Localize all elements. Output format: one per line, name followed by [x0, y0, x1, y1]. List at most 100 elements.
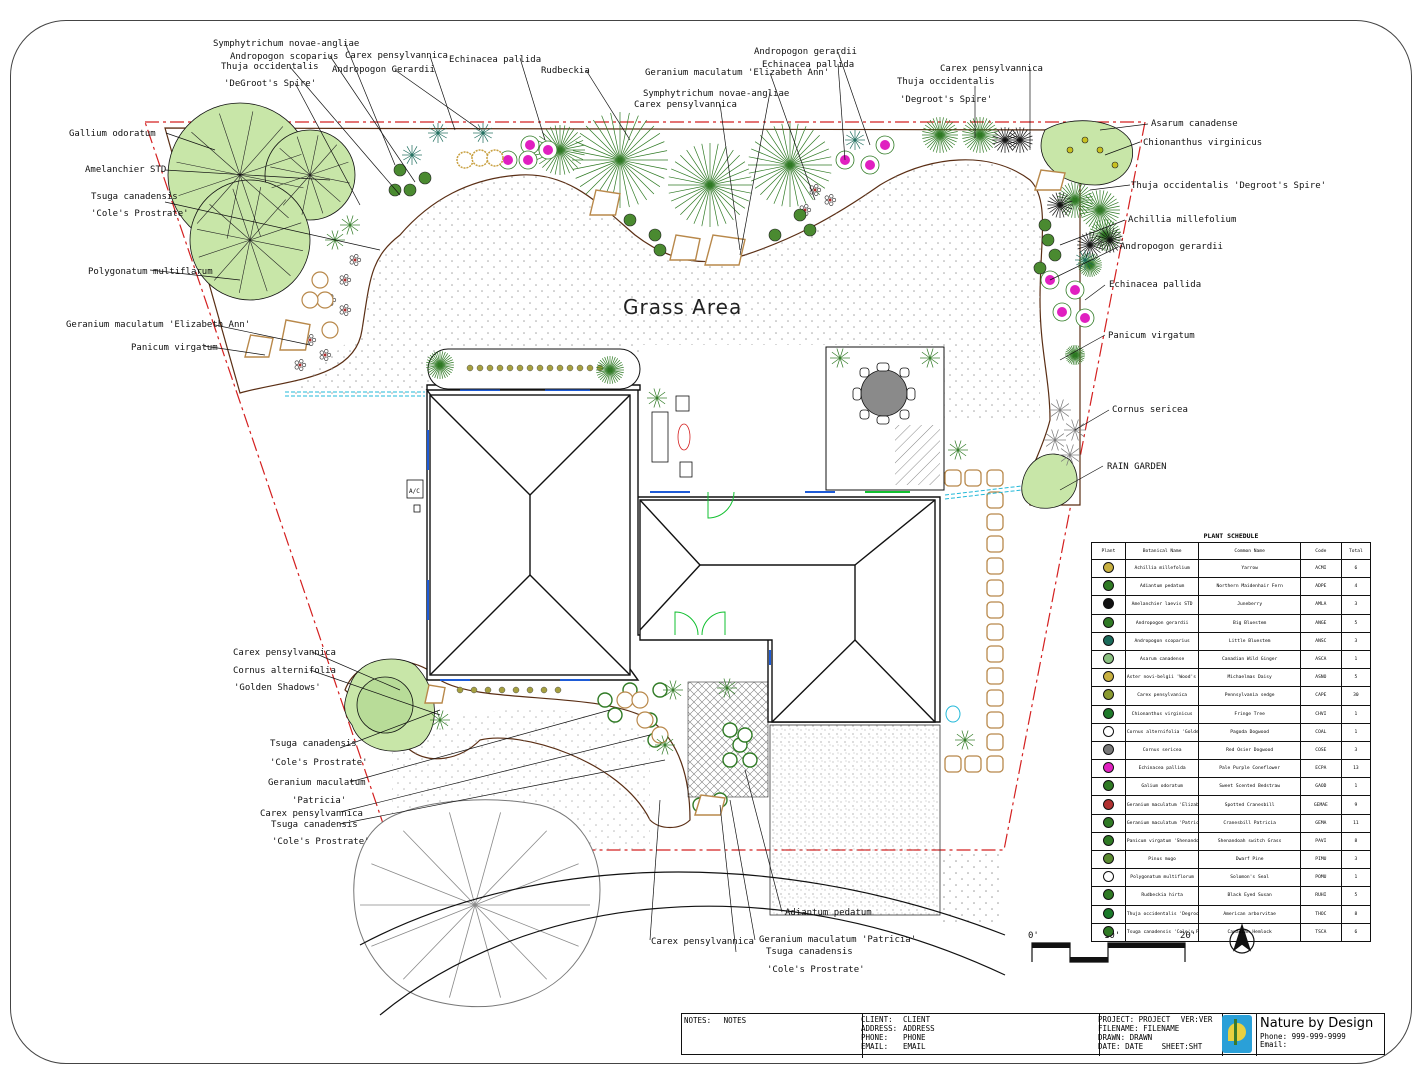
house-front-bed-plants: [456, 364, 604, 694]
schedule-symbol: [1091, 868, 1126, 888]
label-echinacea-2: Echinacea pallida: [762, 60, 854, 70]
client-cell: CLIENT:CLIENT ADDRESS:ADDRESS PHONE:PHON…: [859, 1014, 1100, 1056]
schedule-cell: Sweet Scented Bedstraw: [1198, 777, 1301, 797]
label-carex-2: Carex pensylvannica: [634, 100, 737, 110]
schedule-row: Aster novi-belgii 'Wood's Blue'Michaelma…: [1091, 668, 1372, 688]
label-adiantum: Adiantum pedatum: [785, 908, 872, 918]
notes-value: NOTES: [723, 1016, 747, 1025]
schedule-symbol: [1091, 577, 1126, 597]
address-value: ADDRESS: [903, 1024, 935, 1033]
schedule-cell: Big Bluestem: [1198, 613, 1301, 633]
walkway: [687, 681, 769, 798]
project-label: PROJECT:: [1098, 1015, 1135, 1024]
schedule-cell: Pennsylvania sedge: [1198, 686, 1301, 706]
schedule-cell: Pinus mugo: [1124, 849, 1200, 870]
label-tsuga: Tsuga canadensis: [91, 192, 178, 202]
label-achillia: Achillia millefolium: [1128, 215, 1236, 225]
label-carex: Carex pensylvannica: [345, 51, 448, 61]
schedule-cell: CHVI: [1299, 704, 1342, 724]
schedule-cell: POMU: [1299, 868, 1342, 888]
label-asarum: Asarum canadense: [1151, 119, 1238, 129]
label-andropogon-gerardii: Andropogon Gerardii: [332, 65, 435, 75]
patio-table: [852, 362, 916, 425]
project-cell: PROJECT: PROJECT VER:VER FILENAME: FILEN…: [1096, 1014, 1223, 1056]
doors: [674, 491, 735, 636]
schedule-cell: Andropogon gerardii: [1124, 613, 1200, 633]
company-cell: Nature by Design Phone: 999-999-9999 Ema…: [1256, 1014, 1391, 1056]
schedule-cell: Pagoda Dogwood: [1198, 722, 1301, 742]
label-tsuga-3: Tsuga canadensis: [271, 820, 358, 830]
schedule-cell: RUHI: [1299, 886, 1342, 906]
schedule-cell: 1: [1340, 722, 1372, 742]
schedule-cell: Aster novi-belgii 'Wood's Blue': [1124, 668, 1200, 688]
label-chionanthus: Chionanthus virginicus: [1143, 138, 1262, 148]
schedule-cell: Achillia millefolium: [1124, 558, 1200, 579]
schedule-symbol: [1091, 722, 1126, 742]
schedule-symbol: [1091, 704, 1126, 724]
company-phone: Phone: 999-999-9999: [1260, 1032, 1346, 1041]
schedule-cell: 11: [1340, 813, 1372, 833]
downspouts: [285, 391, 1031, 500]
meter: [413, 504, 421, 513]
schedule-row: Thuja occidentalis 'Degroot's Spire'Amer…: [1091, 904, 1372, 924]
schedule-symbol: [1091, 649, 1126, 670]
schedule-cell: Dwarf Pine: [1198, 849, 1301, 870]
schedule-symbol: [1091, 631, 1126, 651]
date-label: DATE:: [1098, 1042, 1121, 1051]
label-cornus-sericea: Cornus sericea: [1112, 405, 1188, 415]
notes-cell: NOTES: NOTES: [682, 1014, 863, 1058]
schedule-cell: 6: [1340, 922, 1372, 942]
label-symphytrichum-2: Symphytrichum novae-angliae: [643, 89, 789, 99]
property-line: [144, 121, 1146, 851]
schedule-header: Botanical Name: [1124, 542, 1200, 560]
label-coles-3: 'Cole's Prostrate': [272, 837, 370, 847]
schedule-cell: Red Osier Dogwood: [1198, 740, 1301, 761]
schedule-cell: ECPA: [1299, 759, 1342, 779]
driveway: [769, 724, 941, 916]
schedule-cell: ANGE: [1299, 613, 1342, 633]
schedule-cell: GEMA: [1299, 813, 1342, 833]
schedule-symbol: [1091, 795, 1126, 815]
label-degroot: 'DeGroot's Spire': [224, 79, 316, 89]
street-curb: [359, 871, 1006, 1016]
schedule-cell: 1: [1340, 777, 1372, 797]
schedule-symbol: [1091, 558, 1126, 579]
schedule-row: Geranium maculatum 'Patricia'Cranesbill …: [1091, 813, 1372, 833]
schedule-symbol: [1091, 759, 1126, 779]
schedule-cell: Geranium maculatum 'Elizabeth Ann': [1124, 795, 1200, 815]
label-golden-shadows: 'Golden Shadows': [234, 683, 321, 693]
label-coles-4: 'Cole's Prostrate': [767, 965, 865, 975]
label-geranium-3: Geranium maculatum: [268, 778, 366, 788]
label-carex-6: Carex pensylvannica: [651, 937, 754, 947]
sheet-value: SHT: [1188, 1042, 1203, 1051]
driveway-lower: [940, 850, 1000, 925]
drawn-label: DRAWN:: [1098, 1033, 1126, 1042]
stepping-stones: [944, 469, 1004, 773]
client-label: CLIENT:: [861, 1015, 893, 1024]
schedule-cell: COSE: [1299, 740, 1342, 761]
schedule-cell: Andropogon scoparius: [1124, 631, 1200, 651]
schedule-symbol: [1091, 777, 1126, 797]
deck-hatch: [895, 425, 940, 485]
schedule-cell: 1: [1340, 868, 1372, 888]
email-value: EMAIL: [903, 1042, 926, 1051]
filename-label: FILENAME:: [1098, 1024, 1139, 1033]
downspout-basin: [945, 705, 961, 723]
schedule-symbol: [1091, 831, 1126, 852]
schedule-cell: Pale Purple Coneflower: [1198, 759, 1301, 779]
schedule-cell: GAOD: [1299, 777, 1342, 797]
schedule-cell: ACMI: [1299, 558, 1342, 579]
label-rain-garden: RAIN GARDEN: [1107, 462, 1167, 472]
label-degroot-2: 'Degroot's Spire': [900, 95, 992, 105]
schedule-row: Cornus alternifolia 'Golden Shadows'Pago…: [1091, 722, 1372, 742]
schedule-cell: 5: [1340, 886, 1372, 906]
